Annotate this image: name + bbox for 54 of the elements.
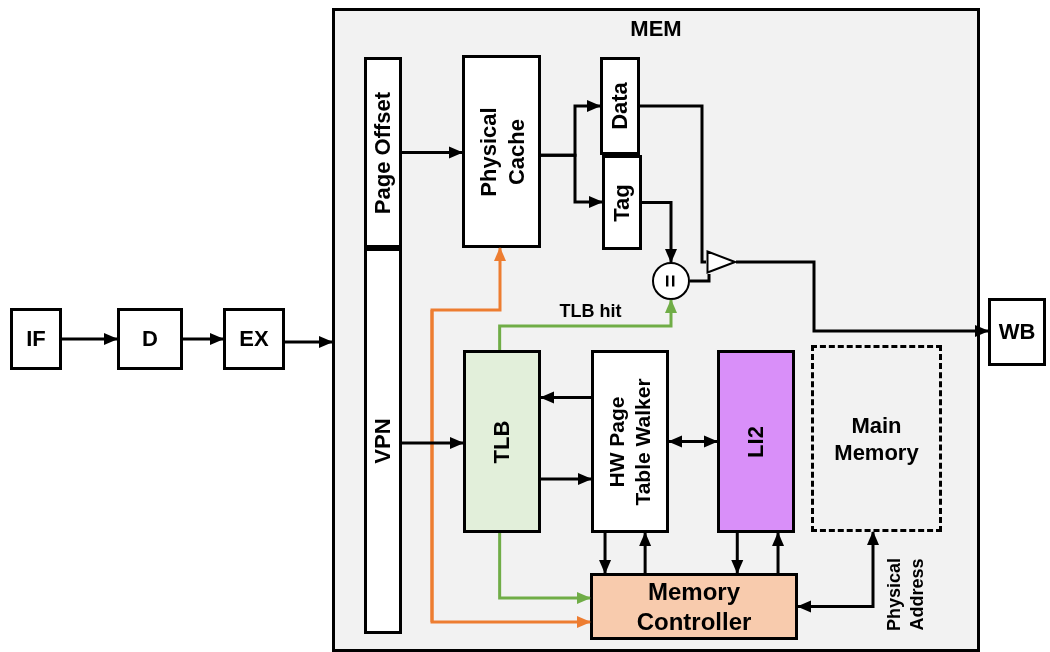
- cache-box: [717, 350, 795, 533]
- connector-arrow: [541, 473, 592, 485]
- edge-label: Physical Address: [882, 557, 927, 634]
- cache-array-box: [600, 57, 640, 155]
- connector-arrow: [668, 435, 718, 448]
- block-label: Physical Cache: [474, 105, 529, 199]
- connector-arrow: [498, 299, 677, 350]
- block-label: Memory Controller: [635, 576, 753, 637]
- stage-panel: [332, 8, 980, 652]
- page-walker-box: [591, 350, 669, 533]
- connector-arrow: [797, 531, 879, 613]
- connector-arrow: [599, 533, 612, 574]
- connector-arrow: [639, 532, 652, 573]
- block-label: TLB: [488, 419, 516, 466]
- connector-arrow: [541, 153, 603, 208]
- block-label: LI2: [742, 424, 770, 460]
- block-label: VPN: [369, 417, 397, 466]
- tlb-box: [463, 350, 541, 533]
- connector-arrow: [736, 260, 989, 337]
- connector-arrow: [498, 533, 591, 604]
- block-label: HW Page Table Walker: [603, 376, 655, 508]
- stage-box: [988, 298, 1046, 366]
- multiplexer-triangle: [706, 250, 736, 274]
- block-label: Tag: [608, 182, 636, 224]
- block-label: D: [142, 325, 158, 353]
- panel-title: MEM: [629, 15, 683, 43]
- connector-arrow: [430, 310, 591, 628]
- edge-label: TLB hit: [558, 300, 623, 323]
- connector-arrow: [540, 391, 591, 404]
- connector-arrow: [402, 146, 463, 159]
- connector-arrow: [731, 533, 744, 574]
- stage-box: [10, 308, 62, 370]
- connector-arrow: [772, 532, 785, 573]
- block-label: Data: [606, 81, 634, 132]
- block-label: WB: [998, 318, 1036, 346]
- stage-box: [117, 308, 183, 370]
- block-label: EX: [239, 325, 269, 353]
- cache-box: [462, 55, 541, 248]
- connector-arrow: [62, 333, 118, 345]
- block-label: Page Offset: [369, 90, 397, 216]
- stage-box: [223, 308, 285, 370]
- connector-arrow: [690, 274, 711, 283]
- block-label: Main Memory: [833, 411, 920, 466]
- connector-arrow: [183, 333, 224, 345]
- connector-arrow: [285, 336, 333, 349]
- cache-array-box: [602, 155, 642, 250]
- connector-arrow: [642, 201, 677, 263]
- block-label: =: [657, 273, 685, 290]
- address-field-box: [364, 248, 402, 634]
- connector-arrow: [402, 436, 464, 449]
- address-field-box: [364, 57, 402, 248]
- memory-box: [811, 345, 942, 532]
- block-label: IF: [26, 325, 46, 353]
- controller-box: [590, 573, 798, 640]
